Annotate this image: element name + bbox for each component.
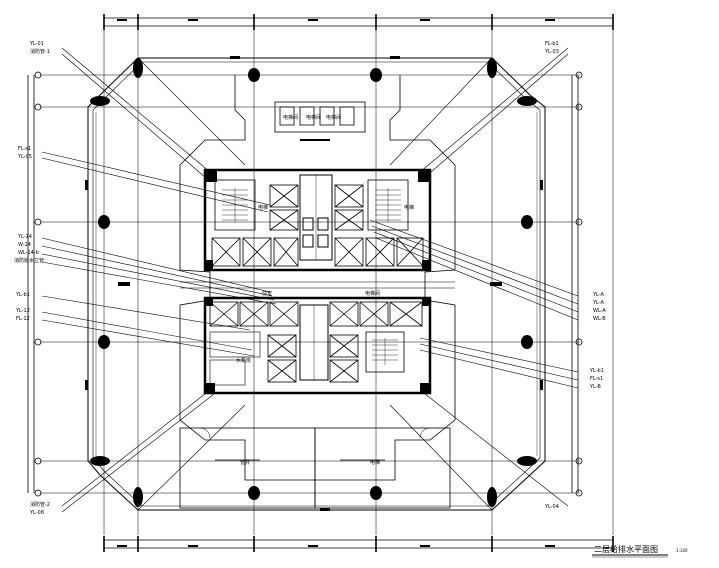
- label-r-04: WL-B: [593, 316, 606, 322]
- label-l-02: YL-05: [17, 154, 32, 160]
- room-label: 水泵房: [236, 357, 251, 364]
- label-tl-01: YL-01: [29, 41, 44, 47]
- label-r-03: WL-A: [593, 308, 606, 314]
- label-l-09: FL-12: [16, 316, 30, 322]
- label-r-01: YL-A: [592, 292, 604, 298]
- drawing-title: 二层给排水平面图: [594, 544, 658, 554]
- room-label: 电梯间: [326, 114, 341, 121]
- label-r-07: YL-B: [589, 384, 601, 390]
- room-label: 电梯间: [365, 290, 380, 297]
- label-l-08: YL-12: [15, 308, 30, 314]
- label-bl-02: YL-08: [29, 510, 44, 516]
- room-label: 电梯间: [306, 114, 321, 121]
- pipe-labels: YL-01 消防管-1 FL-b1 YL-03 FL-s1 YL-05 YL-1…: [14, 41, 606, 516]
- room-label: 前室: [262, 290, 272, 297]
- label-l-03: YL-14: [17, 234, 32, 240]
- label-l-04: W-14: [18, 242, 31, 248]
- drawing-title-block: 二层给排水平面图 1:100: [594, 544, 688, 554]
- label-r-02: YL-A: [592, 300, 604, 306]
- building-outline: [87, 57, 546, 511]
- drawing-scale: 1:100: [676, 548, 688, 553]
- grid-bubbles: [34, 71, 583, 497]
- label-l-01: FL-s1: [18, 146, 31, 152]
- label-tr-01: FL-b1: [545, 41, 559, 47]
- label-br-01: YL-04: [544, 504, 559, 510]
- room-label: 电梯: [404, 204, 414, 211]
- room-label: 电梯: [258, 204, 268, 211]
- columns: [85, 56, 543, 511]
- label-bl-01: 消防管-2: [30, 501, 50, 508]
- label-l-06: 消防给水立管: [14, 257, 44, 264]
- core-upper: [203, 168, 432, 272]
- label-l-07: YL-b1: [15, 292, 30, 298]
- label-r-05: YL-b1: [589, 368, 604, 374]
- label-tr-02: YL-03: [544, 49, 559, 55]
- room-label: 电梯: [370, 459, 380, 466]
- room-label: 管井: [240, 459, 250, 466]
- lower-rooms: [179, 427, 451, 509]
- core-outline: [179, 75, 456, 481]
- pump-room: [274, 101, 366, 141]
- core-lower: [203, 296, 432, 395]
- room-labels: 电梯间 电梯间 电梯间 前室 电梯间 水泵房 管井 电梯 电梯 电梯: [236, 114, 414, 466]
- label-l-05: WL-14-b: [18, 250, 39, 256]
- dimension-lines: [27, 14, 614, 552]
- label-r-06: FL-s1: [590, 376, 603, 382]
- room-label: 电梯间: [283, 114, 298, 121]
- leader-lines: [41, 47, 579, 513]
- label-tl-02: 消防管-1: [30, 48, 50, 55]
